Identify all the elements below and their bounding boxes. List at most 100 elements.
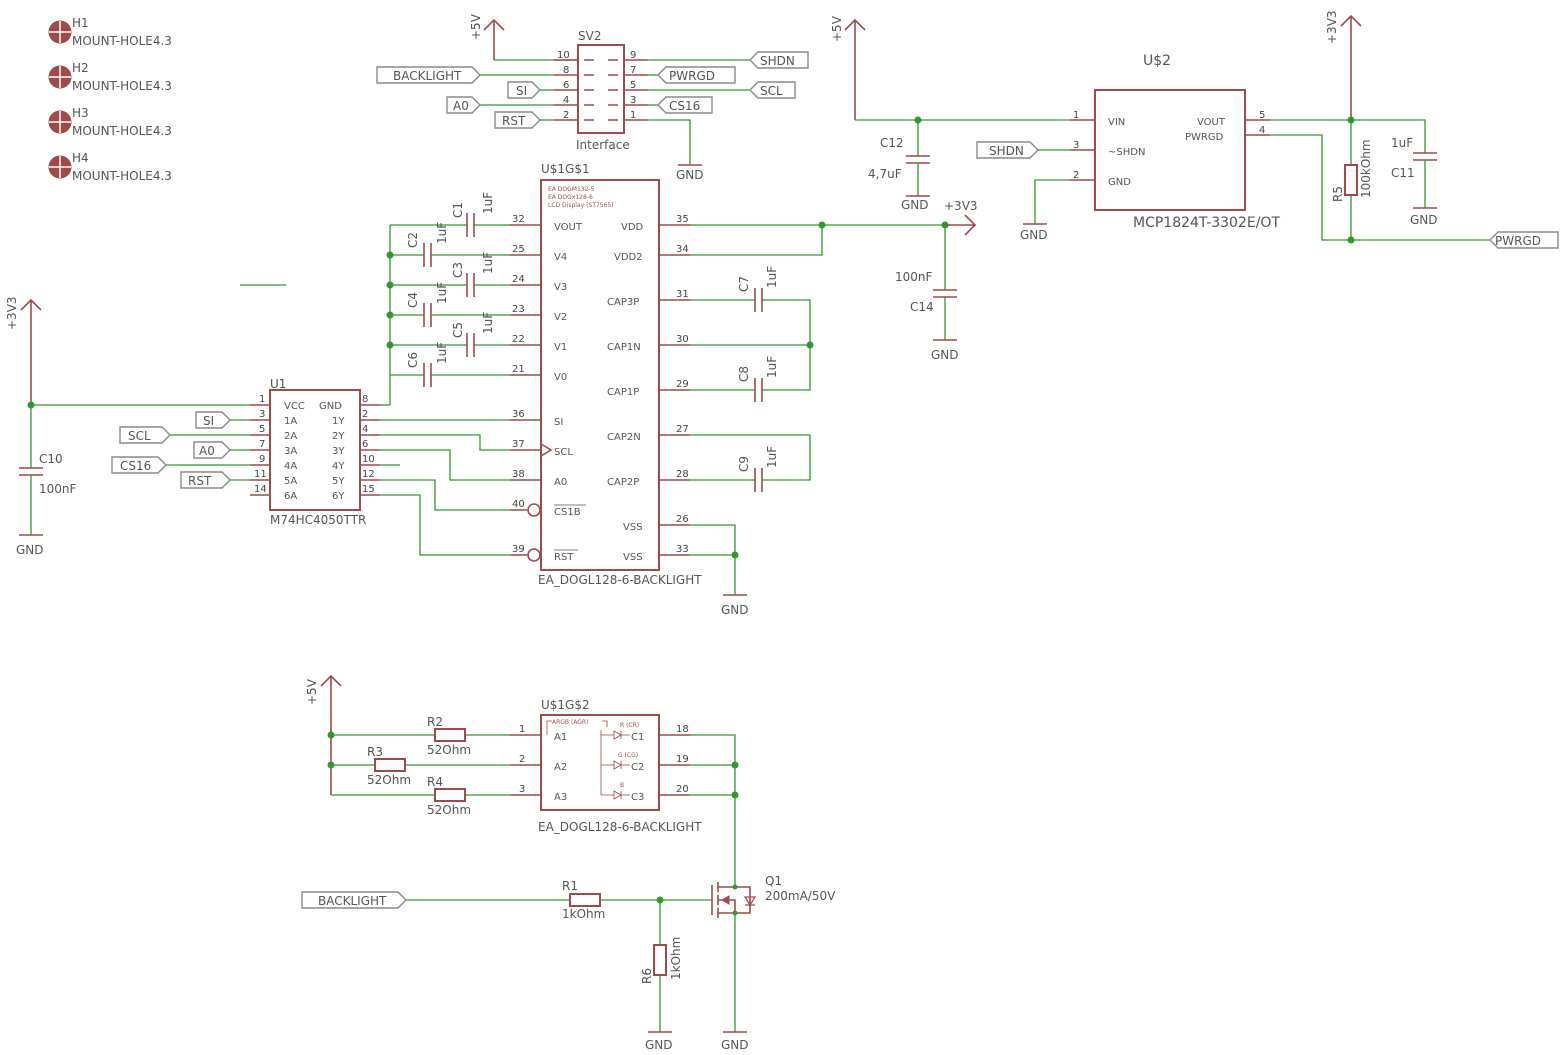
pin-name: 1Y bbox=[332, 416, 345, 427]
pin-name: VSS bbox=[623, 522, 643, 533]
gnd-label: GND bbox=[16, 543, 44, 557]
hole-ref: H1 bbox=[72, 16, 89, 30]
net-label-scl bbox=[119, 426, 171, 444]
pin-name: GND bbox=[319, 401, 342, 412]
u1g1-desc: EA DOGx128-6 bbox=[548, 194, 593, 201]
resistor-r3-icon bbox=[374, 758, 406, 772]
pin-name: V2 bbox=[554, 312, 567, 323]
pin-number: 22 bbox=[512, 334, 525, 345]
sv2-body bbox=[577, 44, 625, 134]
pin-number: 10 bbox=[557, 50, 570, 61]
c2-value: 1uF bbox=[435, 222, 449, 244]
net-label-text: SI bbox=[516, 84, 527, 98]
pin-name: CS1B bbox=[554, 507, 581, 518]
pin-number: 3 bbox=[1073, 140, 1079, 151]
hole-value: MOUNT-HOLE4.3 bbox=[72, 169, 172, 183]
u1g1-desc: LCD Display (ST7565) bbox=[548, 202, 614, 209]
capacitor-c3-icon bbox=[466, 273, 475, 297]
display-u1g1: U$1G$1 EA_DOGL128-6-BACKLIGHT EA DOGM132… bbox=[386, 162, 978, 617]
gnd-label: GND bbox=[676, 168, 704, 182]
net-label-text: RST bbox=[502, 114, 526, 128]
pin-name: 4A bbox=[284, 461, 297, 472]
led-r-icon bbox=[601, 730, 630, 740]
u1g2-body bbox=[540, 714, 660, 811]
net-label-text: RST bbox=[188, 474, 212, 488]
gnd-label: GND bbox=[901, 198, 929, 212]
pin-name: CAP1P bbox=[607, 387, 639, 398]
net-label-text: SCL bbox=[760, 84, 783, 98]
r1-ref: R1 bbox=[562, 879, 578, 893]
net-label-rst bbox=[494, 111, 541, 129]
pin-number: 38 bbox=[512, 469, 525, 480]
supply-label-3v3: +3V3 bbox=[944, 199, 978, 213]
backlight-u1g2: U$1G$2 EA_DOGL128-6-BACKLIGHT ARGB (AGR)… bbox=[305, 674, 739, 885]
pin-number: 2 bbox=[519, 754, 525, 765]
net-label-backlight bbox=[376, 66, 481, 84]
net-label-shdn bbox=[749, 51, 809, 69]
pin-number: 26 bbox=[676, 514, 689, 525]
c11-ref: C11 bbox=[1391, 166, 1415, 180]
net-label-pwrgd bbox=[1489, 231, 1559, 249]
supply-arrow-icon bbox=[945, 214, 977, 236]
pin-name: V3 bbox=[554, 282, 567, 293]
net-label-rst bbox=[180, 471, 231, 489]
c1-ref: C1 bbox=[451, 202, 465, 218]
pin-name: VSS bbox=[623, 552, 643, 563]
c1-value: 1uF bbox=[481, 192, 495, 214]
pin-number: 3 bbox=[519, 784, 525, 795]
hole-ref: H3 bbox=[72, 106, 89, 120]
pin-name: A3 bbox=[554, 792, 567, 803]
mount-hole-h2: H2 MOUNT-HOLE4.3 bbox=[48, 61, 172, 93]
u2-ref: U$2 bbox=[1143, 53, 1171, 69]
r5-value: 100kOhm bbox=[1359, 139, 1373, 198]
resistor-r2-icon bbox=[434, 728, 466, 742]
net-label-text: SHDN bbox=[760, 54, 795, 68]
c12-ref: C12 bbox=[880, 136, 904, 150]
resistor-r4-icon bbox=[434, 788, 466, 802]
net-label-pwrgd bbox=[657, 66, 736, 84]
c5-ref: C5 bbox=[451, 322, 465, 338]
supply-arrow-icon bbox=[844, 18, 866, 120]
pin-name: GND bbox=[1108, 177, 1131, 188]
pin-number: 31 bbox=[676, 289, 689, 300]
u1g2-ref: U$1G$2 bbox=[541, 698, 590, 712]
net-label-si bbox=[195, 411, 231, 429]
junction-dot bbox=[731, 791, 739, 799]
pin-name: CAP2P bbox=[607, 477, 639, 488]
mosfet-q1-icon bbox=[711, 882, 757, 918]
pin-number: 1 bbox=[1073, 110, 1079, 121]
u1g2-value: EA_DOGL128-6-BACKLIGHT bbox=[538, 820, 702, 834]
u2-value: MCP1824T-3302E/OT bbox=[1133, 215, 1280, 231]
c10-ref: C10 bbox=[39, 452, 63, 466]
pin-number: 15 bbox=[362, 484, 375, 495]
pin-name: PWRGD bbox=[1185, 132, 1224, 143]
pin-name: VCC bbox=[284, 401, 305, 412]
pin-number: 20 bbox=[676, 784, 689, 795]
pin-number: 8 bbox=[563, 65, 569, 76]
net-label-a0 bbox=[446, 96, 481, 114]
pin-number: 30 bbox=[676, 334, 689, 345]
junction-dot bbox=[1347, 236, 1355, 244]
pin-number: 24 bbox=[512, 274, 525, 285]
pin-name: V4 bbox=[554, 252, 567, 263]
backlight-driver: BACKLIGHT R1 1kOhm R6 1kOhm GND Q1 200mA… bbox=[301, 874, 836, 1052]
pin-name: 2Y bbox=[332, 431, 345, 442]
hole-value: MOUNT-HOLE4.3 bbox=[72, 79, 172, 93]
pin-name: CAP1N bbox=[607, 342, 641, 353]
pin-name: SCL bbox=[554, 447, 573, 458]
pin-number: 9 bbox=[259, 454, 265, 465]
r6-value: 1kOhm bbox=[669, 937, 683, 980]
capacitor-c11-icon bbox=[1413, 152, 1437, 161]
hole-ref: H2 bbox=[72, 61, 89, 75]
c8-ref: C8 bbox=[737, 366, 751, 382]
pin-name: C1 bbox=[631, 732, 644, 743]
hole-ref: H4 bbox=[72, 151, 89, 165]
pin-name: RST bbox=[554, 552, 574, 563]
capacitor-c14-icon bbox=[933, 289, 957, 298]
mount-hole-h1: H1 MOUNT-HOLE4.3 bbox=[48, 16, 172, 48]
pin-name: 4Y bbox=[332, 461, 345, 472]
pin-number: 10 bbox=[362, 454, 375, 465]
net-label-text: PWRGD bbox=[1495, 234, 1541, 248]
capacitor-c10-icon bbox=[19, 467, 43, 476]
inversion-bubble-icon bbox=[527, 548, 541, 562]
